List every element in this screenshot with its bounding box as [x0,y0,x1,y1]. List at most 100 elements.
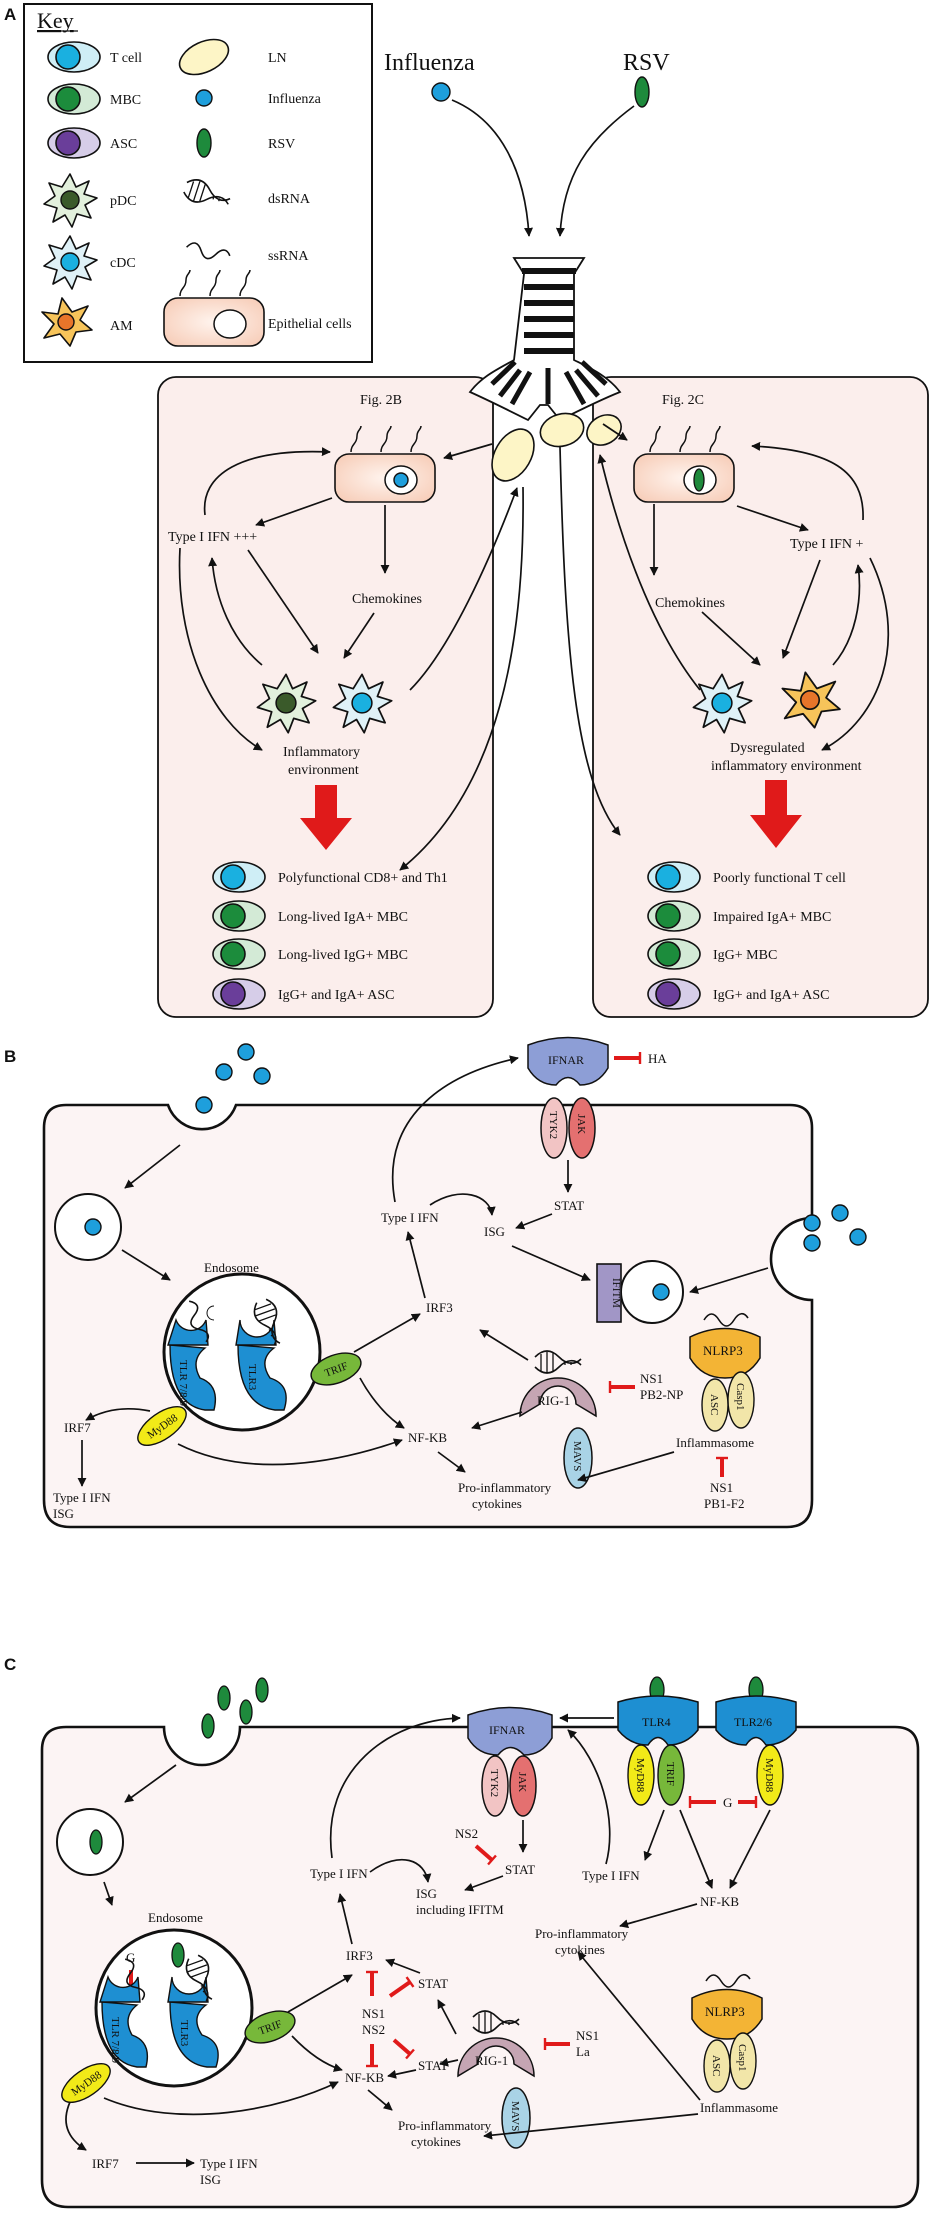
influenza-virion-b8 [849,1228,867,1246]
right-outcome-1: Poorly functional T cell [713,871,846,886]
rsv-in-cell-icon [693,468,705,492]
ifnar-receptor-c: IFNAR TYK2 JAK [467,1706,553,1817]
influenza-virion-b1 [195,1096,213,1114]
casp1-c [729,2032,757,2090]
rsv-virion-icon [634,76,650,108]
cell-b-membrane [42,1103,814,1529]
panel-a-left-box [157,376,494,1018]
jak-label-b: JAK [575,1114,587,1134]
myd88-b [137,1406,187,1446]
ns1la-line2: La [576,2044,590,2059]
rsv-virion-c3 [255,1677,269,1703]
nlrp3-b: NLRP3 [689,1327,761,1379]
rsv-virion-c2 [239,1699,253,1725]
influenza-virion-b4 [253,1067,271,1085]
cytokines-b-line2: cytokines [472,1496,522,1511]
endosome-label-b: Endosome [204,1260,259,1275]
left-outcome-3: Long-lived IgG+ MBC [278,948,408,963]
stat-a-label-c: STAT [418,1976,448,1991]
left-outcome-2: Long-lived IgA+ MBC [278,910,408,925]
stat-label-b: STAT [554,1198,584,1213]
influenza-icon [195,89,213,107]
ns1la-line1: NS1 [576,2028,599,2043]
left-chemokines: Chemokines [352,592,422,607]
cell-c-membrane [40,1725,920,2209]
casp1-label-b: Casp1 [734,1383,746,1411]
key-influenza-label: Influenza [268,92,322,107]
asc-label-b: ASC [708,1394,720,1415]
mavs-label-b: MAVS [571,1441,583,1471]
airway-icon [468,257,622,422]
myd88-c [61,2063,111,2103]
trif-c [244,2010,296,2044]
ns1-pb1-line1: NS1 [710,1480,733,1495]
cytokines-c-line1: Pro-inflammatory [398,2118,492,2133]
ifnar-label-c: IFNAR [489,1723,525,1737]
right-env-line1: Dysregulated [730,741,805,756]
panel-b-letter: B [4,1047,16,1066]
rsv-virion-c1 [217,1685,231,1711]
ifitm-label: IFITM [610,1278,622,1308]
isg-label-b: ISG [484,1224,505,1239]
influenza-virion-icon [431,82,451,102]
left-red-arrow [300,785,352,850]
inflammasome-label-c: Inflammasome [700,2100,778,2115]
tlr26-c: TLR2/6 [715,1695,797,1746]
type1-ifn-c-left: Type I IFN [310,1866,368,1881]
inflammasome-label-b: Inflammasome [676,1435,754,1450]
type1-ifn-c-mid: Type I IFN [582,1868,640,1883]
type1-isg-b-line2: ISG [53,1506,74,1521]
ns1-pb2-line1: NS1 [640,1371,663,1386]
tlr3-b: TLR3 [235,1319,287,1411]
tlr26-label-c: TLR2/6 [734,1715,772,1729]
panel-c-letter: C [4,1655,16,1674]
tlr789-b: TLR 7/8/9 [167,1317,217,1411]
cytokines-c-line2: cytokines [411,2134,461,2149]
tlr4-c: TLR4 [617,1695,699,1746]
key-ssrna-label: ssRNA [268,249,309,264]
isg-c-line2: including IFITM [416,1902,504,1917]
ifitm-vesicle [620,1260,684,1324]
irf7-label-c: IRF7 [92,2156,119,2171]
nfkb-label-c: NF-KB [345,2070,384,2085]
nlrp3-label-c: NLRP3 [705,2004,745,2019]
trif-tlr4-c [657,1744,685,1806]
rsv-virion-c4 [201,1713,215,1739]
type1-isg-c-line1: Type I IFN [200,2156,258,2171]
tlr789-c: TLR 7/8/9 [99,1974,149,2068]
casp1-b [727,1371,755,1429]
key-rsv-label: RSV [268,137,295,152]
rig1-c: RIG-1 [457,2037,535,2078]
right-type1-ifn: Type I IFN + [790,537,864,552]
irf3-label-b: IRF3 [426,1300,453,1315]
rig1-label-c: RIG-1 [475,2053,508,2068]
key-legend: Key T cell MBC ASC pDC cDC AM LN Influen… [23,3,373,363]
influenza-virion-b3 [237,1043,255,1061]
ifitm-protein [596,1263,622,1323]
right-outcome-4: IgG+ and IgA+ ASC [713,988,830,1003]
g-label-c: G [723,1795,732,1810]
key-title: Key [37,8,74,33]
trif-label-tlr4: TRIF [664,1762,676,1786]
mavs-label-c: MAVS [509,2101,521,2131]
influenza-label: Influenza [384,50,475,76]
jak-label-c: JAK [516,1772,528,1792]
left-outcome-1: Polyfunctional CD8+ and Th1 [278,871,448,886]
tyk2-label-c: TYK2 [488,1769,500,1797]
ns2-label-c: NS2 [455,1826,478,1841]
ln-icon [178,38,230,76]
ns1ns2-line2: NS2 [362,2022,385,2037]
key-ln-label: LN [268,51,287,66]
left-type1-ifn: Type I IFN +++ [168,530,257,545]
tyk2-label-b: TYK2 [547,1111,559,1139]
key-epithelial-label: Epithelial cells [268,317,352,332]
irf3-label-c: IRF3 [346,1948,373,1963]
key-asc-label: ASC [110,137,137,152]
influenza-virion-b7 [831,1204,849,1222]
tlr789-label-b: TLR 7/8/9 [177,1360,189,1407]
influenza-virion-b5 [803,1234,821,1252]
key-pdc-label: pDC [110,194,136,209]
rig1-label-b: RIG-1 [537,1393,570,1408]
stat-label-c: STAT [505,1862,535,1877]
type1-ifn-b: Type I IFN [381,1210,439,1225]
